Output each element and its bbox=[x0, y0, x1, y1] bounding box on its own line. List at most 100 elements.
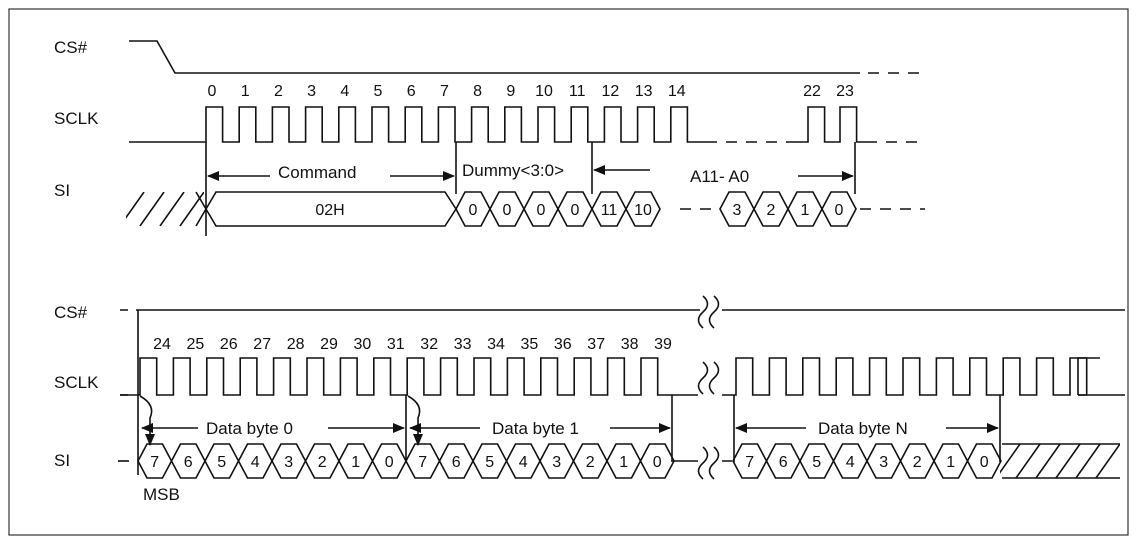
data-byte-n-bit-value: 3 bbox=[879, 454, 888, 471]
address-bit-value: 3 bbox=[733, 202, 742, 219]
clock-number: 23 bbox=[836, 83, 854, 100]
data-byte-1-bit-value: 6 bbox=[452, 454, 461, 471]
data-byte-n-bit-value: 1 bbox=[946, 454, 955, 471]
clock-number: 11 bbox=[569, 83, 586, 100]
clock-number: 14 bbox=[668, 83, 686, 100]
clock-number: 27 bbox=[253, 336, 271, 353]
clock-number: 39 bbox=[654, 336, 672, 353]
clock-number: 28 bbox=[287, 336, 305, 353]
data-byte-0-bit-value: 7 bbox=[150, 454, 159, 471]
clock-number: 33 bbox=[454, 336, 472, 353]
diagram-frame bbox=[8, 8, 1129, 536]
sclk-waveform-bottom bbox=[120, 357, 1125, 396]
data-byte-0-bit-value: 0 bbox=[385, 454, 394, 471]
clock-number: 4 bbox=[340, 83, 349, 100]
clock-number: 34 bbox=[487, 336, 505, 353]
sclk-label-bottom: SCLK bbox=[54, 373, 99, 392]
opcode-value: 02H bbox=[315, 202, 344, 219]
si-label-top: SI bbox=[54, 181, 70, 200]
si-dont-care-border-bottom bbox=[1002, 443, 1120, 479]
clock-number: 36 bbox=[554, 336, 572, 353]
data-byte-n-bit-value: 7 bbox=[745, 454, 754, 471]
clock-number: 32 bbox=[420, 336, 438, 353]
clock-number: 9 bbox=[506, 83, 515, 100]
data-byte-n-bit-cell bbox=[966, 443, 1002, 479]
clock-number: 26 bbox=[220, 336, 238, 353]
si-dont-care-bottom bbox=[1000, 444, 1120, 478]
clock-number: 37 bbox=[587, 336, 605, 353]
data-byte-n-bit-value: 5 bbox=[812, 454, 821, 471]
sclk-label-top: SCLK bbox=[54, 109, 99, 128]
dummy-bit-value: 0 bbox=[469, 202, 478, 219]
clock-number: 29 bbox=[320, 336, 338, 353]
address-bit-value: 11 bbox=[601, 202, 618, 219]
sclk-line-top-late bbox=[795, 106, 866, 143]
data-byte-n-bit-value: 0 bbox=[980, 454, 989, 471]
data-byte-0-bit-value: 3 bbox=[284, 454, 293, 471]
sclk-line-top bbox=[129, 106, 706, 143]
cs-waveform-top bbox=[129, 40, 860, 74]
clock-number: 38 bbox=[621, 336, 639, 353]
msb-label: MSB bbox=[143, 485, 180, 504]
data-byte-0-bit-value: 5 bbox=[217, 454, 226, 471]
data-byte-1-bit-value: 2 bbox=[586, 454, 595, 471]
data-byte-0-bit-value: 1 bbox=[351, 454, 360, 471]
cs-label-bottom: CS# bbox=[54, 303, 88, 322]
address-label: A11- A0 bbox=[690, 167, 749, 186]
clock-number: 3 bbox=[307, 83, 316, 100]
clock-number: 31 bbox=[387, 336, 405, 353]
clock-number: 12 bbox=[602, 83, 620, 100]
data-byte-n-bit-value: 4 bbox=[846, 454, 855, 471]
cs-label-top: CS# bbox=[54, 38, 88, 57]
si-label-bottom: SI bbox=[54, 451, 70, 470]
data-byte-1-label: Data byte 1 bbox=[492, 419, 579, 438]
clock-number: 5 bbox=[374, 83, 383, 100]
clock-number: 10 bbox=[535, 83, 553, 100]
clock-number: 24 bbox=[153, 336, 171, 353]
address-bit-value: 10 bbox=[634, 202, 652, 219]
address-bit-cell bbox=[625, 191, 661, 227]
sclk-line-bottom bbox=[120, 357, 698, 396]
clock-number: 2 bbox=[274, 83, 283, 100]
clock-number: 8 bbox=[473, 83, 482, 100]
clock-number: 0 bbox=[208, 83, 217, 100]
sample-arrow-byte1 bbox=[407, 395, 423, 446]
clock-number: 13 bbox=[635, 83, 653, 100]
data-byte-0-bit-value: 6 bbox=[184, 454, 193, 471]
sclk-line-bottom-n bbox=[722, 357, 1088, 396]
data-byte-1-bit-value: 1 bbox=[619, 454, 628, 471]
sclk-tail bbox=[1077, 357, 1125, 396]
data-byte-1-bit-value: 7 bbox=[418, 454, 427, 471]
clock-number: 30 bbox=[354, 336, 372, 353]
data-byte-0-label: Data byte 0 bbox=[206, 419, 293, 438]
break-marks bbox=[697, 295, 720, 480]
data-byte-1-bit-value: 0 bbox=[653, 454, 662, 471]
command-label: Command bbox=[278, 163, 356, 182]
address-bit-value: 0 bbox=[835, 202, 844, 219]
dummy-bit-value: 0 bbox=[571, 202, 580, 219]
si-dont-care-top bbox=[126, 192, 204, 226]
data-byte-n-bit-value: 6 bbox=[779, 454, 788, 471]
cs-waveform-bottom bbox=[120, 309, 1125, 475]
sample-arrow-msb bbox=[139, 395, 155, 446]
data-byte-0-bit-value: 4 bbox=[251, 454, 260, 471]
data-byte-n-label: Data byte N bbox=[818, 419, 908, 438]
clock-number: 1 bbox=[241, 83, 250, 100]
address-bit-value: 2 bbox=[767, 202, 776, 219]
dummy-label: Dummy<3:0> bbox=[462, 161, 564, 180]
clock-number: 25 bbox=[187, 336, 205, 353]
sclk-waveform-top bbox=[129, 106, 866, 143]
data-byte-n-bit-value: 2 bbox=[913, 454, 922, 471]
address-bit-cell bbox=[821, 191, 857, 227]
clock-number: 7 bbox=[440, 83, 449, 100]
data-byte-1-bit-value: 3 bbox=[552, 454, 561, 471]
clock-number: 35 bbox=[521, 336, 539, 353]
dummy-bit-value: 0 bbox=[537, 202, 546, 219]
clock-numbers-bottom: 24 25 26 27 28 29 30 31 32 33 34 35 36 37 38 39 bbox=[153, 336, 672, 353]
data-byte-1-bit-value: 4 bbox=[519, 454, 528, 471]
